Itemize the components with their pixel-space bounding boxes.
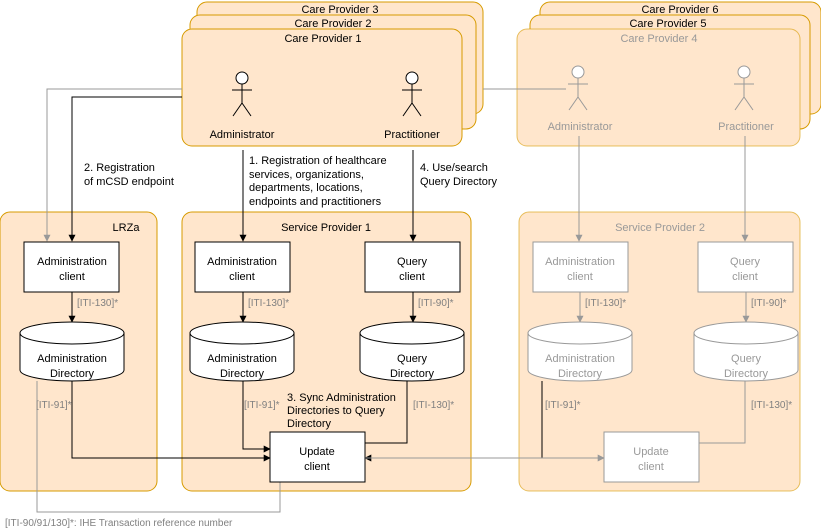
sp2-admin-client: Administration client: [532, 241, 629, 293]
service-provider-2-label: Service Provider 2: [615, 222, 705, 234]
lrza-iti91-label: [ITI-91]*: [36, 400, 72, 411]
sp1-admin-dir-line1: Administration: [207, 353, 277, 365]
lrza-label: LRZa: [113, 222, 141, 234]
sp2-admin-client-line2: client: [567, 271, 593, 283]
cp1-practitioner-actor: Practitioner: [384, 71, 440, 141]
sp2-query-dir-line2: Directory: [724, 368, 769, 380]
sp1-admin-client: Administration client: [194, 241, 291, 293]
connectors: [36, 88, 750, 513]
step4-line1: 4. Use/search: [420, 162, 488, 174]
sp1-update-client-line2: client: [304, 461, 330, 473]
sp2-update-client: Update client: [603, 431, 700, 483]
sp1-update-client-line1: Update: [299, 446, 334, 458]
step1-label: 1. Registration of healthcare services, …: [249, 155, 387, 208]
lrza-iti130-label: [ITI-130]*: [77, 298, 118, 309]
cp1-practitioner-label: Practitioner: [384, 129, 440, 141]
lrza-iti91-arrow: [71, 381, 271, 462]
sp1-iti90-label: [ITI-90]*: [418, 298, 454, 309]
step1-line1: 1. Registration of healthcare: [249, 155, 387, 167]
lrza-admin-dir-line2: Directory: [50, 368, 95, 380]
sp2-iti90-label: [ITI-90]*: [751, 298, 787, 309]
cp4-administrator-label: Administrator: [548, 121, 613, 133]
lrza-admin-client-line1: Administration: [37, 256, 107, 268]
step4-label: 4. Use/search Query Directory: [420, 162, 498, 188]
step3-label: 3. Sync Administration Directories to Qu…: [287, 392, 396, 430]
lrza-admin-dir-line1: Administration: [37, 353, 107, 365]
care-provider-5-label: Care Provider 5: [629, 18, 706, 30]
cp4-practitioner-label: Practitioner: [718, 121, 774, 133]
sp1-query-directory: Query Directory: [359, 321, 465, 382]
care-provider-4-box: Care Provider 4: [516, 28, 801, 147]
cp1-administrator-label: Administrator: [210, 129, 275, 141]
sp1-admin-client-line1: Administration: [207, 256, 277, 268]
step4-line2: Query Directory: [420, 176, 498, 188]
sp1-query-client-line1: Query: [397, 256, 427, 268]
sp1-query-dir-line2: Directory: [390, 368, 435, 380]
step2-line2: of mCSD endpoint: [84, 176, 174, 188]
sp1-admin-dir-line2: Directory: [220, 368, 265, 380]
step1-line4: endpoints and practitioners: [249, 196, 382, 208]
care-provider-6-label: Care Provider 6: [641, 4, 718, 16]
sp2-admin-directory: Administration Directory: [527, 321, 633, 382]
sp1-iti130-label: [ITI-130]*: [248, 298, 289, 309]
sp1-query-client-line2: client: [399, 271, 425, 283]
cp4-administrator-actor: Administrator: [548, 65, 613, 133]
step2-arrow: [68, 96, 182, 242]
sp2-query-client-line1: Query: [730, 256, 760, 268]
sp1-query-dir-line1: Query: [397, 353, 427, 365]
care-provider-4-label: Care Provider 4: [620, 33, 697, 45]
sp1-query-client: Query client: [364, 241, 461, 293]
sp1-iti130-update-arrow: [365, 356, 411, 444]
sp2-query-client: Query client: [697, 241, 794, 293]
sp2-iti91-label: [ITI-91]*: [545, 400, 581, 411]
step1-line2: services, organizations,: [249, 169, 364, 181]
lrza-grey-loop: [36, 381, 281, 513]
sp2-iti130-label: [ITI-130]*: [585, 298, 626, 309]
care-provider-3-label: Care Provider 3: [301, 4, 378, 16]
step2-line1: 2. Registration: [84, 162, 155, 174]
lrza-admin-client-line2: client: [59, 271, 85, 283]
sp2-admin-client-line1: Administration: [545, 256, 615, 268]
sp2-update-client-line1: Update: [633, 446, 668, 458]
sp2-query-client-line2: client: [732, 271, 758, 283]
sp1-iti91-label: [ITI-91]*: [244, 400, 280, 411]
sp1-iti91-arrow: [242, 381, 271, 453]
care-provider-1-box: Care Provider 1: [181, 28, 463, 147]
step3-line2: Directories to Query: [287, 405, 385, 417]
sp1-update-client: Update client: [269, 431, 366, 483]
step1-line3: departments, locations,: [249, 182, 363, 194]
cp1-administrator-actor: Administrator: [210, 71, 275, 141]
cp1-to-lrza-grey-arrow: [43, 88, 182, 242]
sp1-admin-directory: Administration Directory: [189, 321, 295, 382]
care-provider-1-label: Care Provider 1: [284, 33, 361, 45]
step3-line3: Directory: [287, 418, 332, 430]
sp2-query-dir-line1: Query: [731, 353, 761, 365]
sp2-admin-dir-line2: Directory: [558, 368, 603, 380]
cp4-practitioner-actor: Practitioner: [718, 65, 774, 133]
lrza-admin-directory: Administration Directory: [19, 321, 125, 382]
sp2-update-client-line2: client: [638, 461, 664, 473]
lrza-admin-client: Administration client: [23, 241, 120, 293]
sp2-update-iti130-label: [ITI-130]*: [751, 400, 792, 411]
step2-label: 2. Registration of mCSD endpoint: [84, 162, 174, 188]
service-provider-1-label: Service Provider 1: [281, 222, 371, 234]
sp2-query-directory: Query Directory: [693, 321, 799, 382]
footnote: [ITI-90/91/130]*: IHE Transaction refere…: [5, 518, 233, 529]
step3-line1: 3. Sync Administration: [287, 392, 396, 404]
sp2-admin-dir-line1: Administration: [545, 353, 615, 365]
sp1-admin-client-line2: client: [229, 271, 255, 283]
sp1-update-iti130-label: [ITI-130]*: [413, 400, 454, 411]
care-provider-2-label: Care Provider 2: [294, 18, 371, 30]
